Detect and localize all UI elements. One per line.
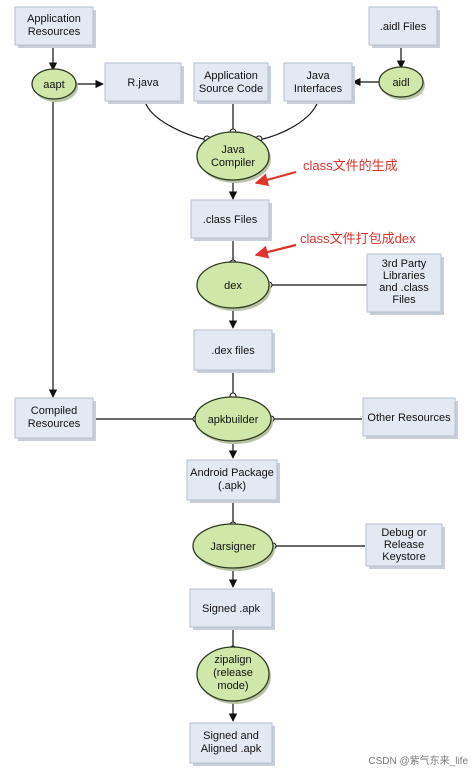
tool-apkbuilder: apkbuilder xyxy=(194,396,273,444)
tool-aidl: aidl xyxy=(378,66,425,100)
box-dex-files: .dex files xyxy=(193,329,275,373)
svg-text:.aidl Files: .aidl Files xyxy=(380,21,427,33)
svg-text:Signed .apk: Signed .apk xyxy=(202,603,261,615)
box-other-resources: Other Resources xyxy=(362,397,458,439)
watermark-text: CSDN @紫气东来_life xyxy=(368,754,468,767)
svg-text:aidl: aidl xyxy=(392,77,409,89)
svg-text:class文件打包成dex: class文件打包成dex xyxy=(300,231,416,246)
svg-text:apkbuilder: apkbuilder xyxy=(208,414,259,426)
box-aidl-files: .aidl Files xyxy=(368,6,440,48)
tool-aapt: aapt xyxy=(31,68,78,102)
svg-text:dex: dex xyxy=(224,280,242,292)
annotation-class-generation: class文件的生成 xyxy=(254,158,398,187)
annotation-class-to-dex: class文件打包成dex xyxy=(254,231,416,259)
svg-text:R.java: R.java xyxy=(127,77,159,89)
svg-text:aapt: aapt xyxy=(43,79,64,91)
box-android-package: Android Package(.apk) xyxy=(186,459,280,503)
svg-text:.class Files: .class Files xyxy=(203,214,258,226)
svg-text:class文件的生成: class文件的生成 xyxy=(303,158,398,173)
box-r-java: R.java xyxy=(104,62,184,104)
svg-text:Android Package(.apk): Android Package(.apk) xyxy=(190,467,274,492)
box-class-files: .class Files xyxy=(190,199,272,241)
box-signed-apk: Signed .apk xyxy=(189,588,275,630)
tool-dex: dex xyxy=(196,261,271,311)
connectors xyxy=(48,46,406,722)
svg-text:Jarsigner: Jarsigner xyxy=(210,541,256,553)
svg-text:Other Resources: Other Resources xyxy=(367,412,451,424)
svg-text:.dex files: .dex files xyxy=(211,345,255,357)
tool-jarsigner: Jarsigner xyxy=(192,523,275,571)
